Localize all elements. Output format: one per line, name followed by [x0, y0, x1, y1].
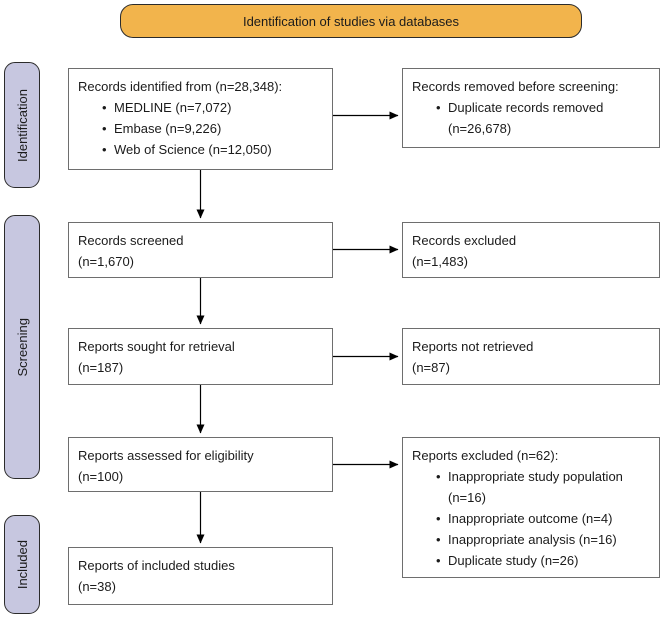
box-records-removed: Records removed before screening: Duplic… — [402, 68, 660, 148]
box-line2: (n=1,483) — [412, 254, 469, 269]
box-reports-sought: Reports sought for retrieval (n=187) — [68, 328, 333, 385]
box-line2: (n=38) — [78, 579, 116, 594]
bullet-item: MEDLINE (n=7,072) — [102, 97, 323, 118]
banner-label: Identification of studies via databases — [242, 13, 460, 29]
box-line1: Reports assessed for eligibility — [78, 448, 254, 463]
banner-identification-via-databases: Identification of studies via databases — [120, 4, 582, 38]
bullet-item: Embase (n=9,226) — [102, 118, 323, 139]
stage-label-identification-text: Identification — [14, 88, 30, 162]
box-line2: (n=100) — [78, 469, 124, 484]
bullet-item: Inappropriate analysis (n=16) — [436, 529, 650, 550]
bullet-list: Inappropriate study population (n=16) In… — [412, 466, 650, 571]
box-line2: (n=1,670) — [78, 254, 135, 269]
box-records-identified: Records identified from (n=28,348): MEDL… — [68, 68, 333, 170]
stage-label-included: Included — [4, 515, 40, 614]
box-records-excluded: Records excluded (n=1,483) — [402, 222, 660, 278]
stage-label-screening-text: Screening — [14, 317, 30, 377]
stage-label-screening: Screening — [4, 215, 40, 479]
box-records-screened: Records screened (n=1,670) — [68, 222, 333, 278]
stage-label-identification: Identification — [4, 62, 40, 188]
bullet-item: Web of Science (n=12,050) — [102, 139, 323, 160]
box-reports-not-retrieved: Reports not retrieved (n=87) — [402, 328, 660, 385]
bullet-item: Duplicate study (n=26) — [436, 550, 650, 571]
bullet-item: Inappropriate outcome (n=4) — [436, 508, 650, 529]
bullet-item: Inappropriate study population (n=16) — [436, 466, 650, 508]
box-reports-excluded: Reports excluded (n=62): Inappropriate s… — [402, 437, 660, 578]
stage-label-included-text: Included — [14, 539, 30, 590]
bullet-list: Duplicate records removed (n=26,678) — [412, 97, 650, 139]
box-line2: (n=187) — [78, 360, 124, 375]
box-line1: Records screened — [78, 233, 184, 248]
box-line1: Reports sought for retrieval — [78, 339, 235, 354]
bullet-list: MEDLINE (n=7,072) Embase (n=9,226) Web o… — [78, 97, 323, 160]
box-line1: Reports of included studies — [78, 558, 235, 573]
box-reports-assessed: Reports assessed for eligibility (n=100) — [68, 437, 333, 492]
box-line1: Records excluded — [412, 233, 517, 248]
box-line1: Reports not retrieved — [412, 339, 534, 354]
box-title: Records removed before screening: — [412, 79, 619, 94]
box-title: Records identified from (n=28,348): — [78, 79, 283, 94]
bullet-item: Duplicate records removed (n=26,678) — [436, 97, 650, 139]
box-title: Reports excluded (n=62): — [412, 448, 559, 463]
box-line2: (n=87) — [412, 360, 450, 375]
box-reports-included: Reports of included studies (n=38) — [68, 547, 333, 605]
